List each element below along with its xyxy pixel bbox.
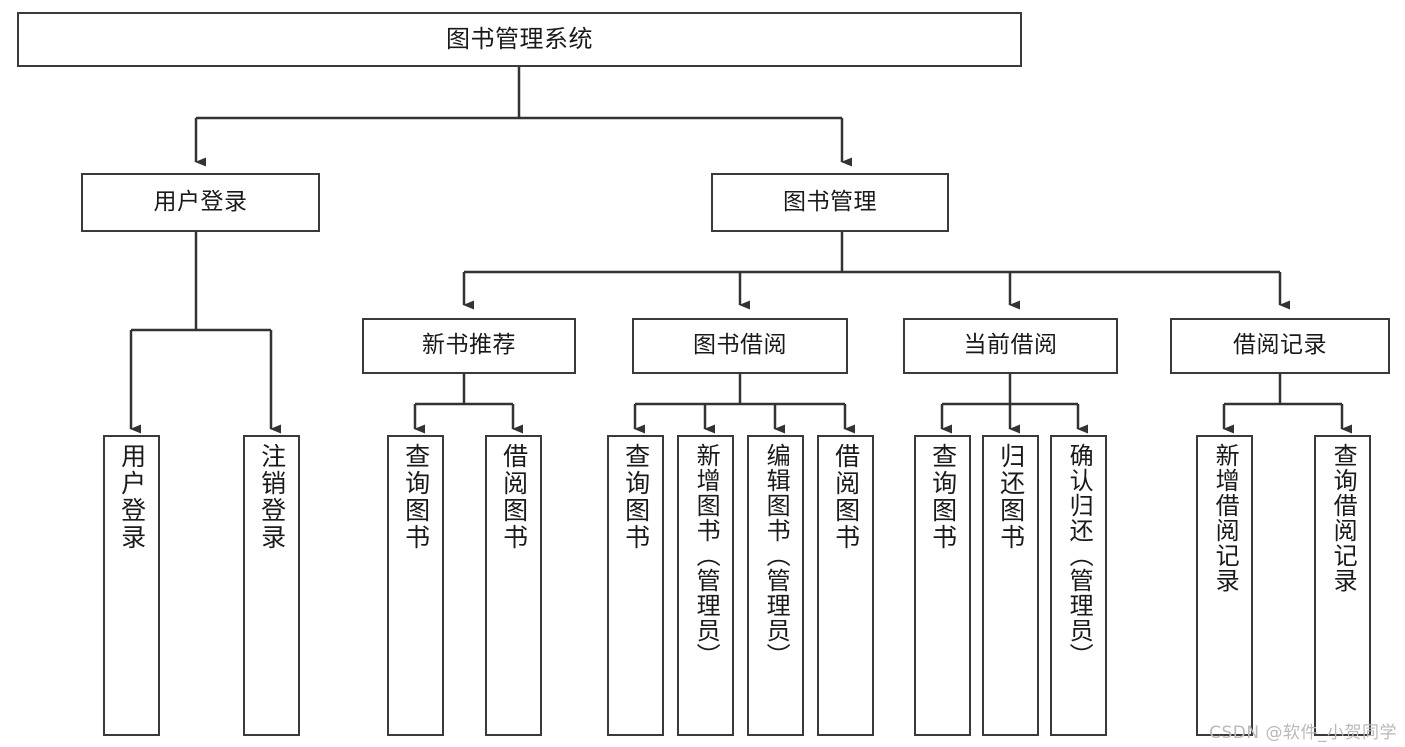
node-leaf-borrow-book-recommend-label: 借阅图书 — [499, 443, 529, 551]
node-current-borrow[interactable]: 当前借阅 — [903, 318, 1118, 374]
node-leaf-query-book-current-label: 查询图书 — [928, 443, 958, 551]
node-leaf-user-login-label: 用户登录 — [117, 443, 147, 551]
csdn-watermark: CSDN @软件_小贺同学 — [1209, 723, 1397, 743]
node-leaf-borrow-book-recommend[interactable]: 借阅图书 — [485, 435, 542, 736]
node-leaf-user-login[interactable]: 用户登录 — [103, 435, 160, 736]
node-borrow-record[interactable]: 借阅记录 — [1170, 318, 1390, 374]
node-leaf-return-book[interactable]: 归还图书 — [982, 435, 1039, 736]
node-user-login-label: 用户登录 — [153, 188, 248, 215]
node-book-management[interactable]: 图书管理 — [711, 173, 949, 232]
node-book-borrow[interactable]: 图书借阅 — [632, 318, 848, 374]
node-leaf-confirm-return-label: 确认归还（管理员） — [1065, 443, 1094, 668]
node-book-borrow-label: 图书借阅 — [693, 332, 787, 359]
node-root-system-label: 图书管理系统 — [446, 25, 593, 54]
node-leaf-borrow-book[interactable]: 借阅图书 — [817, 435, 874, 736]
node-new-book-recommend[interactable]: 新书推荐 — [362, 318, 576, 374]
node-leaf-edit-book-label: 编辑图书（管理员） — [762, 443, 791, 668]
node-user-login[interactable]: 用户登录 — [81, 173, 320, 232]
node-leaf-add-borrow-record[interactable]: 新增借阅记录 — [1196, 435, 1253, 736]
node-leaf-edit-book[interactable]: 编辑图书（管理员） — [747, 435, 804, 736]
node-leaf-query-book-current[interactable]: 查询图书 — [914, 435, 971, 736]
node-borrow-record-label: 借阅记录 — [1233, 332, 1327, 359]
node-leaf-confirm-return[interactable]: 确认归还（管理员） — [1050, 435, 1107, 736]
node-leaf-return-book-label: 归还图书 — [996, 443, 1026, 551]
node-leaf-borrow-book-label: 借阅图书 — [831, 443, 861, 551]
node-leaf-user-logout[interactable]: 注销登录 — [243, 435, 300, 736]
node-leaf-query-borrow-record-label: 查询借阅记录 — [1329, 443, 1358, 593]
node-leaf-query-book-borrow[interactable]: 查询图书 — [607, 435, 664, 736]
node-new-book-recommend-label: 新书推荐 — [422, 332, 516, 359]
node-leaf-query-book-borrow-label: 查询图书 — [621, 443, 651, 551]
node-leaf-add-book-label: 新增图书（管理员） — [692, 443, 721, 668]
node-leaf-query-book-recommend[interactable]: 查询图书 — [387, 435, 444, 736]
node-book-management-label: 图书管理 — [783, 188, 877, 215]
node-leaf-query-book-recommend-label: 查询图书 — [401, 443, 431, 551]
node-leaf-query-borrow-record[interactable]: 查询借阅记录 — [1314, 435, 1371, 736]
node-current-borrow-label: 当前借阅 — [963, 332, 1058, 359]
node-leaf-add-borrow-record-label: 新增借阅记录 — [1211, 443, 1240, 593]
node-root-system[interactable]: 图书管理系统 — [17, 12, 1022, 67]
node-leaf-add-book[interactable]: 新增图书（管理员） — [677, 435, 734, 736]
node-leaf-user-logout-label: 注销登录 — [257, 443, 287, 551]
